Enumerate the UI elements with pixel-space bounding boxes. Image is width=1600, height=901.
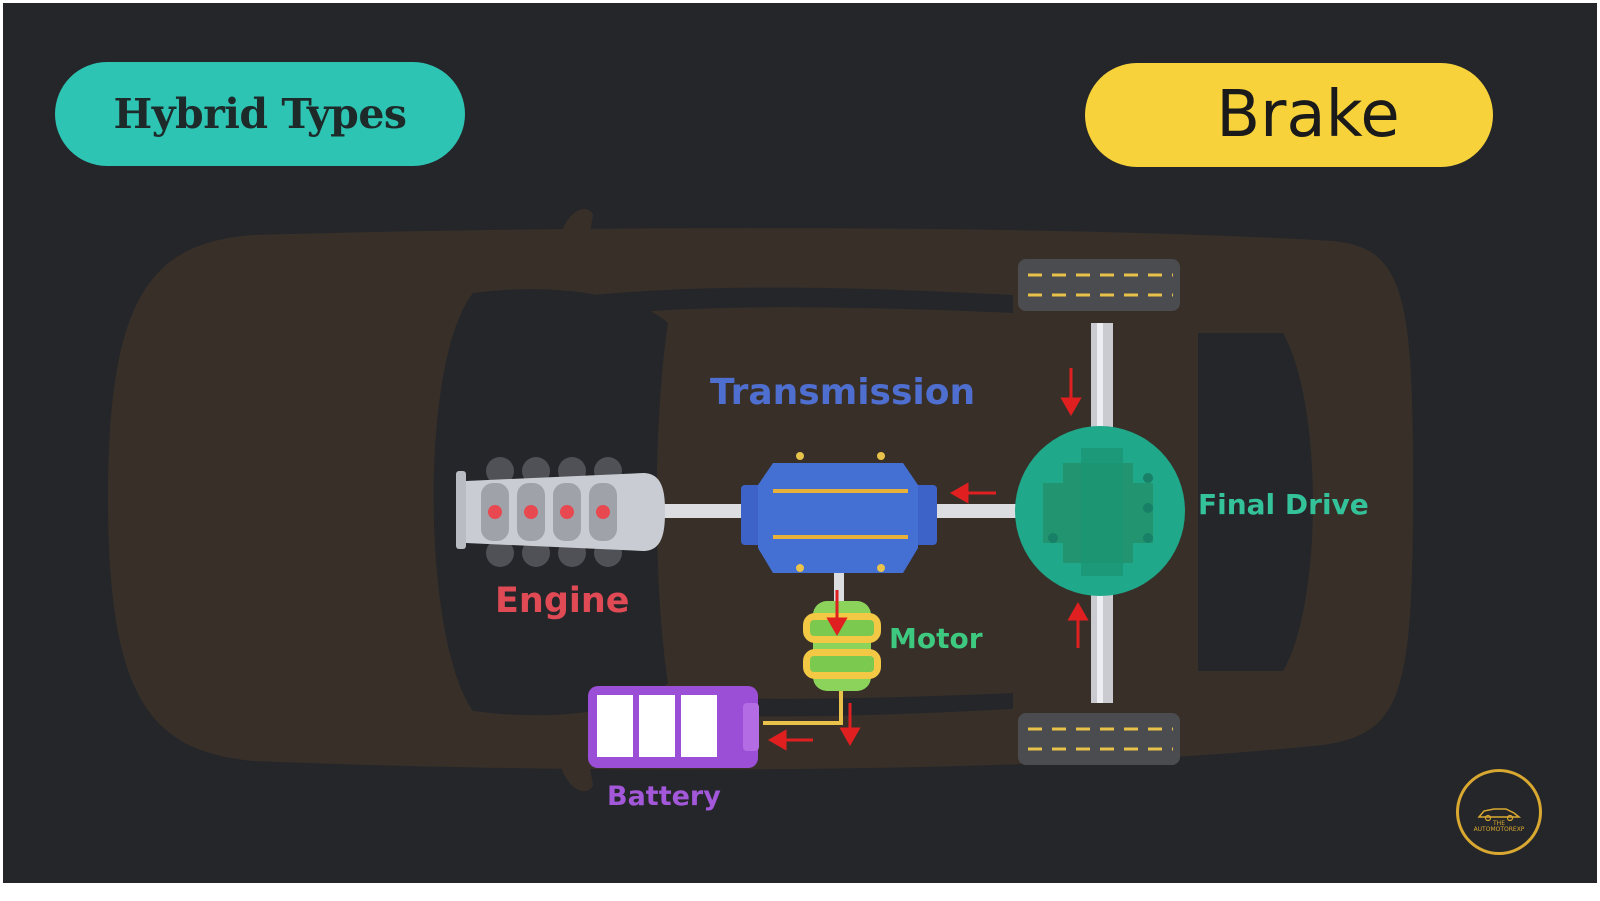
battery-icon	[588, 686, 759, 768]
channel-logo: THE AUTOMOTOREXP	[1456, 769, 1542, 855]
logo-text-top: THE	[1493, 819, 1505, 827]
motor-shaft	[834, 568, 844, 603]
energy-flow-arrows	[767, 368, 1089, 751]
logo-text-bottom: AUTOMOTOREXP	[1473, 826, 1525, 834]
mode-label: Brake	[1216, 78, 1400, 152]
hybrid-drivetrain-diagram	[108, 208, 1413, 792]
motor-label: Motor	[889, 622, 983, 655]
hybrid-types-badge: Hybrid Types	[55, 62, 465, 166]
rear-wheel-top	[1018, 259, 1180, 311]
car-logo-icon	[1477, 808, 1522, 821]
final-drive-label: Final Drive	[1198, 488, 1369, 521]
battery-label: Battery	[607, 781, 721, 812]
engine-icon	[456, 457, 665, 567]
drive-shaft	[933, 504, 1028, 518]
mode-badge: Brake	[1085, 63, 1493, 167]
rear-wheel-bottom	[1018, 713, 1180, 765]
final-drive-icon	[1015, 426, 1185, 596]
motor-icon	[803, 601, 881, 691]
hybrid-types-label: Hybrid Types	[113, 90, 407, 138]
slide-canvas: Hybrid Types Brake Transmission Engine F…	[3, 3, 1597, 883]
transmission-label: Transmission	[710, 372, 976, 413]
engine-shaft	[658, 504, 753, 518]
transmission-icon	[741, 452, 937, 573]
engine-label: Engine	[495, 581, 630, 621]
